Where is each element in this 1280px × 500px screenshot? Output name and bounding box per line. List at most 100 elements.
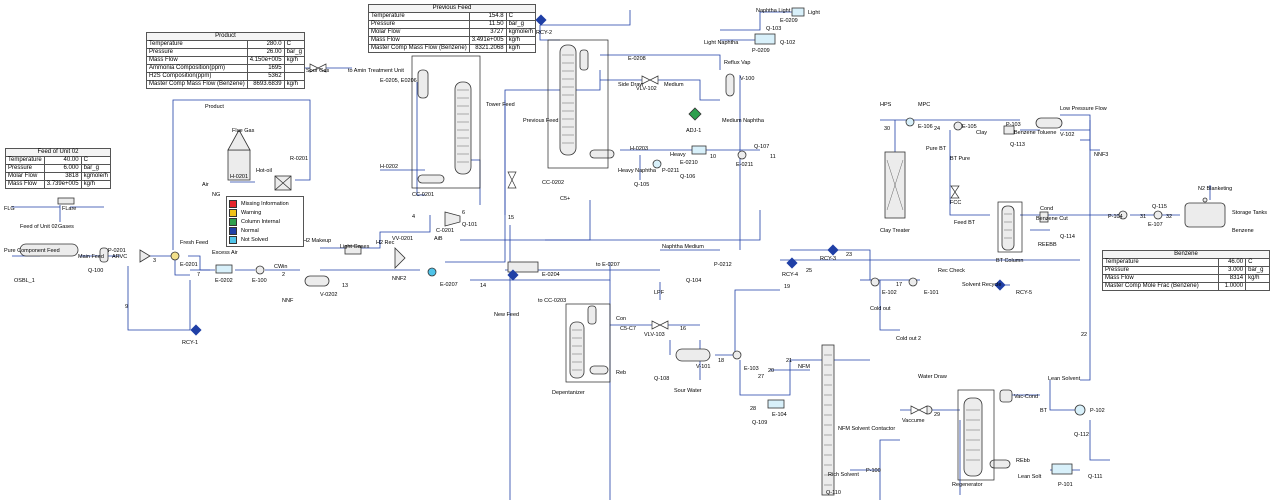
vlv102-icon xyxy=(641,75,659,85)
regenerator-column xyxy=(963,397,983,477)
p101-pump xyxy=(1051,463,1073,475)
stream24-label: 24 xyxy=(934,126,940,132)
air-label: Air xyxy=(202,182,209,188)
row-label: Mass Flow xyxy=(368,36,470,45)
light-naphtha-label: Light Naphtha xyxy=(704,40,739,46)
rcy3-label: RCY-3 xyxy=(820,256,836,262)
aib-label: AiB xyxy=(434,236,443,242)
depentanizer-column xyxy=(569,321,585,379)
legend-swatch xyxy=(229,199,237,208)
row-unit: kg/h xyxy=(1245,274,1270,283)
legend-item: Not Solved xyxy=(229,235,301,244)
stream6-label: 6 xyxy=(462,210,465,216)
p0211-pump xyxy=(652,159,662,169)
regenerator-box xyxy=(957,389,995,481)
cc0201-reboiler xyxy=(417,174,445,184)
row-value: 40.00 xyxy=(43,156,82,165)
light-gases-unit xyxy=(344,245,362,255)
vaccume-valve-icon xyxy=(910,405,928,415)
flare-label: FLare xyxy=(62,206,76,212)
legend-label: Normal xyxy=(241,227,259,234)
q105-label: Q-105 xyxy=(634,182,649,188)
feed-drum xyxy=(19,243,79,257)
previous-feed-label: Previous Feed xyxy=(523,118,558,124)
rcy4-label: RCY-4 xyxy=(782,272,798,278)
vlv102-label: VLV-102 xyxy=(636,86,657,92)
q100-label: Q-100 xyxy=(88,268,103,274)
row-unit: kg/h xyxy=(283,80,305,89)
bt-condenser xyxy=(1039,211,1049,223)
light-label: Light xyxy=(808,10,820,16)
row-unit: bar_g xyxy=(1245,266,1270,275)
n2-inlet xyxy=(1202,197,1208,203)
legend-item: Missing Information xyxy=(229,199,301,208)
p102-pump xyxy=(1074,404,1086,416)
e103-label: E-103 xyxy=(744,366,759,372)
c0201-compressor xyxy=(444,211,461,227)
valves xyxy=(309,63,960,415)
row-value: 4.150e+005 xyxy=(246,56,285,65)
row-value: 3.491e+005 xyxy=(468,36,507,45)
q103-label: Q-103 xyxy=(766,26,781,32)
depentanizer-label: Depentanizer xyxy=(552,390,585,396)
bt-pure-label: BT Pure xyxy=(950,156,970,162)
q114-label: Q-114 xyxy=(1060,234,1075,240)
e0202-label: E-0202 xyxy=(215,278,233,284)
flg-label: FLG xyxy=(4,206,15,212)
stream16-label: 16 xyxy=(680,326,686,332)
stream21-label: 21 xyxy=(786,358,792,364)
e101-label: E-101 xyxy=(924,290,939,296)
stream30-label: 30 xyxy=(884,126,890,132)
medium-label: Medium xyxy=(664,82,684,88)
rcy2-icon xyxy=(535,14,547,26)
clay-label: Clay xyxy=(976,130,987,136)
row-unit: bar_g xyxy=(80,164,111,173)
cc0201-box xyxy=(411,55,481,189)
stream14-label: 14 xyxy=(480,283,486,289)
v101-drum xyxy=(675,348,711,362)
row-value: 8321.2068 xyxy=(468,44,507,53)
q104-label: Q-104 xyxy=(686,278,701,284)
light-gases-label: Light Gases xyxy=(340,244,370,250)
legend-label: Missing Information xyxy=(241,200,289,207)
p100-label: P-100 xyxy=(866,468,881,474)
medium-naphtha-label: Medium Naphtha xyxy=(722,118,765,124)
e104-label: E-104 xyxy=(772,412,787,418)
sour-water-label: Sour Water xyxy=(674,388,702,394)
adj1-label: ADJ-1 xyxy=(686,128,701,134)
stream13-label: 13 xyxy=(342,283,348,289)
legend-label: Warning xyxy=(241,209,262,216)
adj1-block xyxy=(688,107,702,121)
nnf2-label: NNF2 xyxy=(392,276,406,282)
row-unit: C xyxy=(283,40,305,49)
row-unit: kg/h xyxy=(505,44,536,53)
row-value: 3818 xyxy=(43,172,82,181)
stream11-label: 11 xyxy=(770,154,776,160)
cond-label: Cond xyxy=(1040,206,1053,212)
rcy1-label: RCY-1 xyxy=(182,340,198,346)
row-value: 6.000 xyxy=(43,164,82,173)
osbl-label: OSBL_1 xyxy=(14,278,35,284)
legend-item: Warning xyxy=(229,208,301,217)
row-unit xyxy=(283,64,305,73)
lean-solvent-label: Lean Solvent xyxy=(1048,376,1081,382)
row-unit: C xyxy=(1245,258,1270,267)
bt-label: BT xyxy=(1040,408,1048,414)
row-value: 154.8 xyxy=(468,12,507,21)
e102-label: E-102 xyxy=(882,290,897,296)
e0211-label: E-0211 xyxy=(736,162,753,168)
arvc-label: ARVC xyxy=(112,254,127,260)
row-value: 1695 xyxy=(246,64,285,73)
table-title: Previous Feed xyxy=(368,4,536,13)
vaccume-label: Vaccume xyxy=(902,418,925,424)
